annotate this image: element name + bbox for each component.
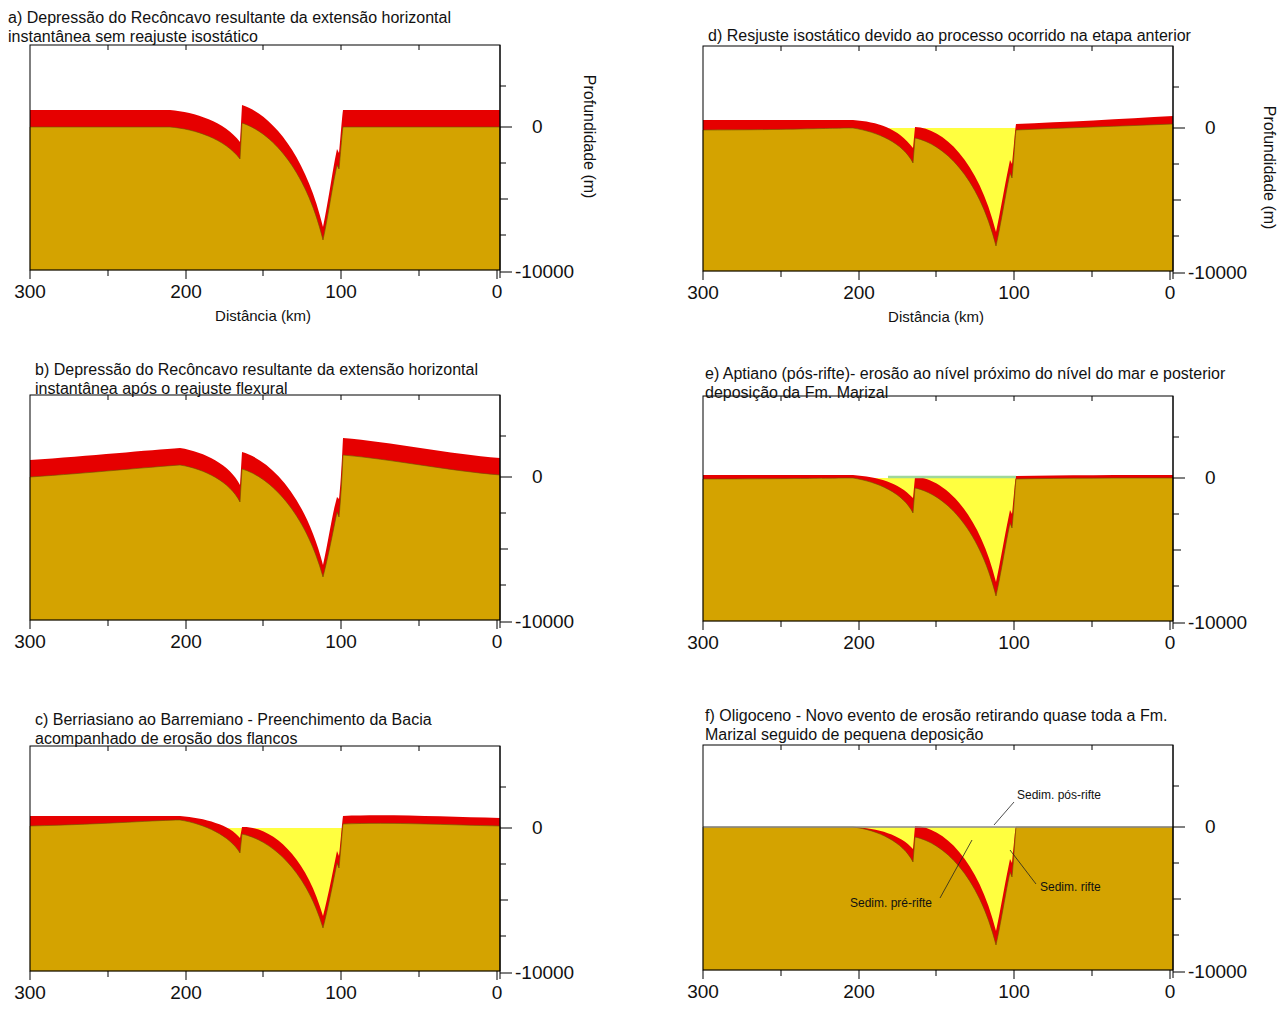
pre-rift-layer — [30, 815, 500, 971]
tick-label: 200 — [170, 281, 202, 304]
pre-rift-layer — [703, 826, 1173, 970]
pre-rift-layer — [703, 116, 1173, 271]
plot-frame — [703, 745, 1185, 979]
tick-label: 0 — [1165, 282, 1176, 305]
basement — [703, 478, 1173, 621]
axis-title: Distância (km) — [215, 307, 311, 325]
tick-label: 0 — [492, 982, 503, 1005]
basement — [30, 820, 500, 971]
section-e — [703, 396, 1185, 630]
basement — [30, 123, 500, 270]
panel-title: c) Berriasiano ao Barremiano - Preenchim… — [35, 710, 505, 748]
basement — [703, 124, 1173, 271]
leader-line — [940, 802, 1036, 898]
tick-label: 200 — [843, 981, 875, 1004]
tick-label: -10000 — [1188, 961, 1247, 984]
section-c — [30, 746, 512, 980]
layer-label: Sedim. rifte — [1038, 880, 1103, 894]
tick-label: 100 — [325, 982, 357, 1005]
axis-title: Distância (km) — [888, 308, 984, 326]
plot-frame — [30, 746, 512, 980]
layer-label: Sedim. pré-rifte — [848, 896, 934, 910]
section-a — [30, 45, 512, 279]
tick-label: 200 — [170, 631, 202, 654]
tick-label: 300 — [14, 982, 46, 1005]
plot-frame — [703, 46, 1185, 280]
tick-label: 100 — [998, 981, 1030, 1004]
tick-label: -10000 — [515, 611, 574, 634]
tick-label: 200 — [170, 982, 202, 1005]
tick-label: 0 — [1205, 816, 1216, 839]
section-b — [30, 395, 512, 629]
panel-title: e) Aptiano (pós-rifte)- erosão ao nível … — [705, 364, 1245, 402]
tick-label: 0 — [1205, 467, 1216, 490]
tick-label: 0 — [1165, 981, 1176, 1004]
section-f — [703, 745, 1185, 979]
tick-label: 0 — [1205, 117, 1216, 140]
tick-label: 100 — [998, 282, 1030, 305]
tick-label: 0 — [492, 631, 503, 654]
pre-rift-layer — [30, 438, 500, 620]
tick-label: 300 — [687, 981, 719, 1004]
tick-label: 0 — [1165, 632, 1176, 655]
tick-label: -10000 — [515, 962, 574, 985]
pre-rift-layer — [30, 105, 500, 270]
plot-frame — [30, 395, 512, 629]
panel-title: f) Oligoceno - Novo evento de erosão ret… — [705, 706, 1170, 744]
panel-title: b) Depressão do Recôncavo resultante da … — [35, 360, 555, 398]
axis-title: Profundidade (m) — [1260, 106, 1279, 230]
tick-label: -10000 — [515, 261, 574, 284]
basement — [30, 455, 500, 620]
tick-label: 0 — [532, 466, 543, 489]
tick-label: 100 — [325, 631, 357, 654]
tick-label: 100 — [998, 632, 1030, 655]
plot-frame — [703, 396, 1185, 630]
tick-label: 0 — [532, 817, 543, 840]
tick-label: 300 — [14, 631, 46, 654]
layer-label: Sedim. pós-rifte — [1017, 788, 1101, 802]
tick-label: 100 — [325, 281, 357, 304]
tick-label: -10000 — [1188, 262, 1247, 285]
panel-title: d) Resjuste isostático devido ao process… — [708, 26, 1278, 45]
post-rift-layer — [703, 826, 1173, 828]
plot-frame — [30, 45, 512, 279]
section-d — [703, 46, 1185, 280]
tick-label: 200 — [843, 632, 875, 655]
tick-label: 0 — [532, 116, 543, 139]
tick-label: 300 — [687, 282, 719, 305]
tick-label: -10000 — [1188, 612, 1247, 635]
panel-title: a) Depressão do Recôncavo resultante da … — [8, 8, 528, 46]
tick-label: 200 — [843, 282, 875, 305]
basement — [703, 827, 1173, 970]
tick-label: 300 — [14, 281, 46, 304]
post-rift-layer — [888, 476, 1016, 479]
tick-label: 300 — [687, 632, 719, 655]
pre-rift-layer — [703, 475, 1173, 621]
axis-title: Profundidade (m) — [580, 75, 599, 199]
tick-label: 0 — [492, 281, 503, 304]
